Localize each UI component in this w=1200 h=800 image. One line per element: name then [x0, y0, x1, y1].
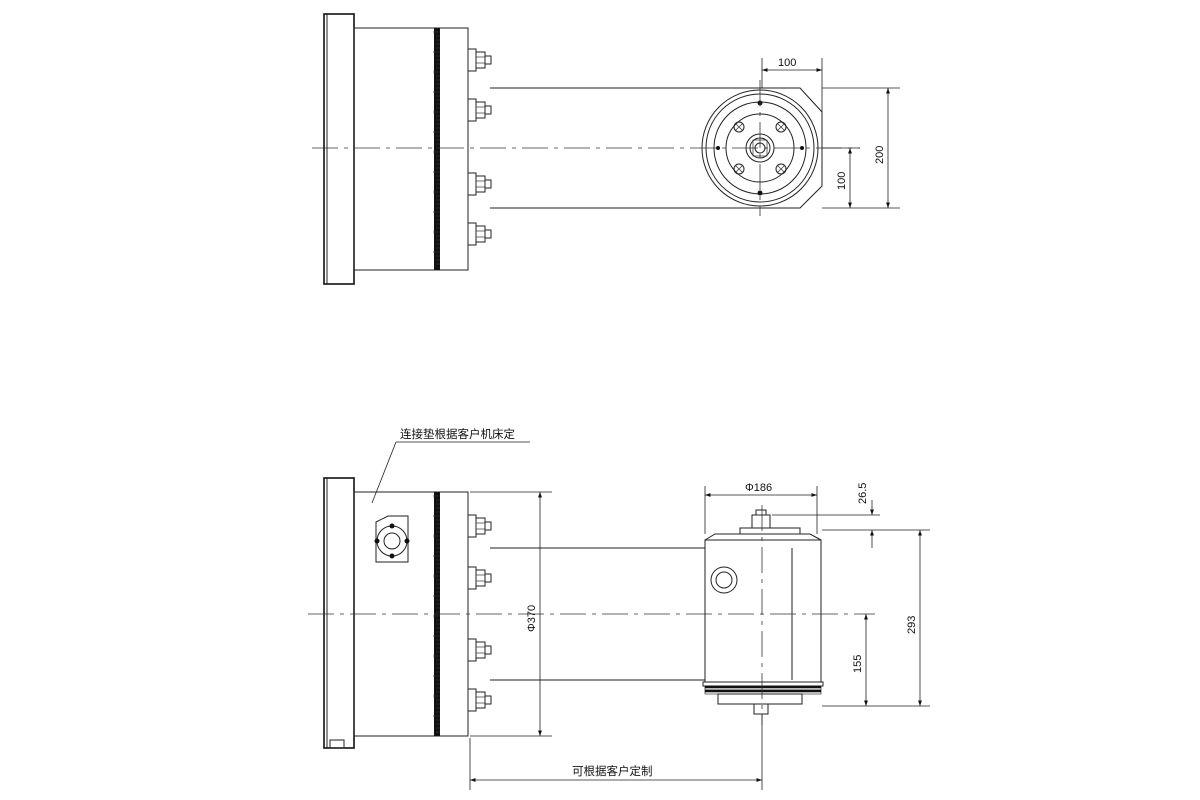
top-housing	[353, 27, 469, 271]
dim-diameter-186: Φ186	[745, 482, 772, 494]
note-custom-length: 可根据客户定制	[572, 764, 653, 778]
bolt	[467, 638, 492, 662]
dim-top-width: 100	[778, 57, 796, 69]
bolt	[467, 566, 492, 590]
bolt	[467, 222, 492, 246]
bolt	[467, 172, 492, 196]
top-scale-ring	[434, 28, 440, 270]
top-view: 100 200 100	[312, 13, 900, 285]
connector-symbol	[374, 515, 410, 563]
dim-top-height-outer: 200	[874, 146, 886, 164]
bolt	[467, 98, 492, 122]
dim-top-height-inner: 100	[836, 172, 848, 190]
dim-offset-26-5: 26.5	[857, 483, 869, 504]
head-screw	[775, 121, 787, 133]
head-screw	[733, 121, 745, 133]
bolt	[467, 688, 492, 712]
front-view: 连接垫根据客户机床定 Φ186 26.5	[308, 427, 930, 790]
bolt	[467, 514, 492, 538]
top-mount-plate	[323, 13, 355, 285]
dim-center-height-155: 155	[852, 655, 864, 673]
top-head-block	[740, 87, 823, 209]
bolt	[467, 48, 492, 72]
note-connection-pad: 连接垫根据客户机床定	[400, 427, 515, 441]
front-mount-plate	[323, 477, 355, 749]
head-screw	[775, 163, 787, 175]
dim-total-height-293: 293	[906, 616, 918, 634]
front-head-body	[704, 539, 822, 683]
dim-diameter-370: Φ370	[526, 605, 538, 632]
front-port	[710, 566, 738, 594]
head-screw	[733, 163, 745, 175]
